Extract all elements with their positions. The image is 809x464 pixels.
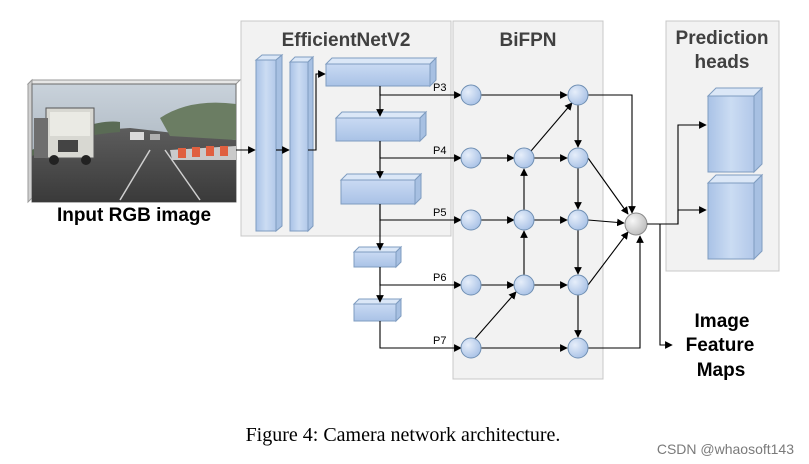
bifpn-panel	[452, 20, 604, 380]
pyramid-block-p6	[352, 245, 403, 269]
backbone-block-1	[254, 53, 284, 233]
pyramid-block-p5	[339, 172, 423, 206]
node-p4-mid	[513, 147, 535, 169]
heads-title-line1: Prediction	[676, 28, 769, 49]
node-p6-out	[567, 274, 589, 296]
bifpn-title: BiFPN	[500, 30, 557, 51]
heads-title-line2: heads	[695, 52, 750, 73]
backbone-title: EfficientNetV2	[282, 30, 411, 51]
node-p5-in	[460, 209, 482, 231]
pyramid-block-p4	[334, 110, 428, 143]
backbone-block-2	[288, 55, 315, 233]
node-p4-in	[460, 147, 482, 169]
output-label-line3: Maps	[697, 360, 746, 381]
node-p3-in	[460, 84, 482, 106]
prediction-head-1	[706, 86, 764, 174]
node-p4-out	[567, 147, 589, 169]
level-label-p7: P7	[433, 335, 446, 347]
input-image	[26, 78, 242, 204]
node-p6-in	[460, 274, 482, 296]
output-label-line2: Feature	[686, 335, 755, 356]
fusion-node	[624, 212, 648, 236]
pyramid-block-p7	[352, 297, 403, 323]
node-p7-in	[460, 337, 482, 359]
node-p5-mid	[513, 209, 535, 231]
figure-caption: Figure 4: Camera network architecture.	[246, 424, 561, 446]
level-label-p3: P3	[433, 82, 446, 94]
watermark: CSDN @whaosoft143	[657, 441, 794, 457]
pyramid-block-p3	[324, 56, 438, 88]
node-p7-out	[567, 337, 589, 359]
level-label-p4: P4	[433, 145, 446, 157]
bifpn-nodes	[460, 84, 589, 359]
input-label: Input RGB image	[57, 205, 211, 226]
node-p5-out	[567, 209, 589, 231]
prediction-head-2	[706, 173, 764, 261]
node-p6-mid	[513, 274, 535, 296]
level-label-p5: P5	[433, 207, 446, 219]
node-p3-out	[567, 84, 589, 106]
level-label-p6: P6	[433, 272, 446, 284]
output-label-line1: Image	[695, 311, 750, 332]
